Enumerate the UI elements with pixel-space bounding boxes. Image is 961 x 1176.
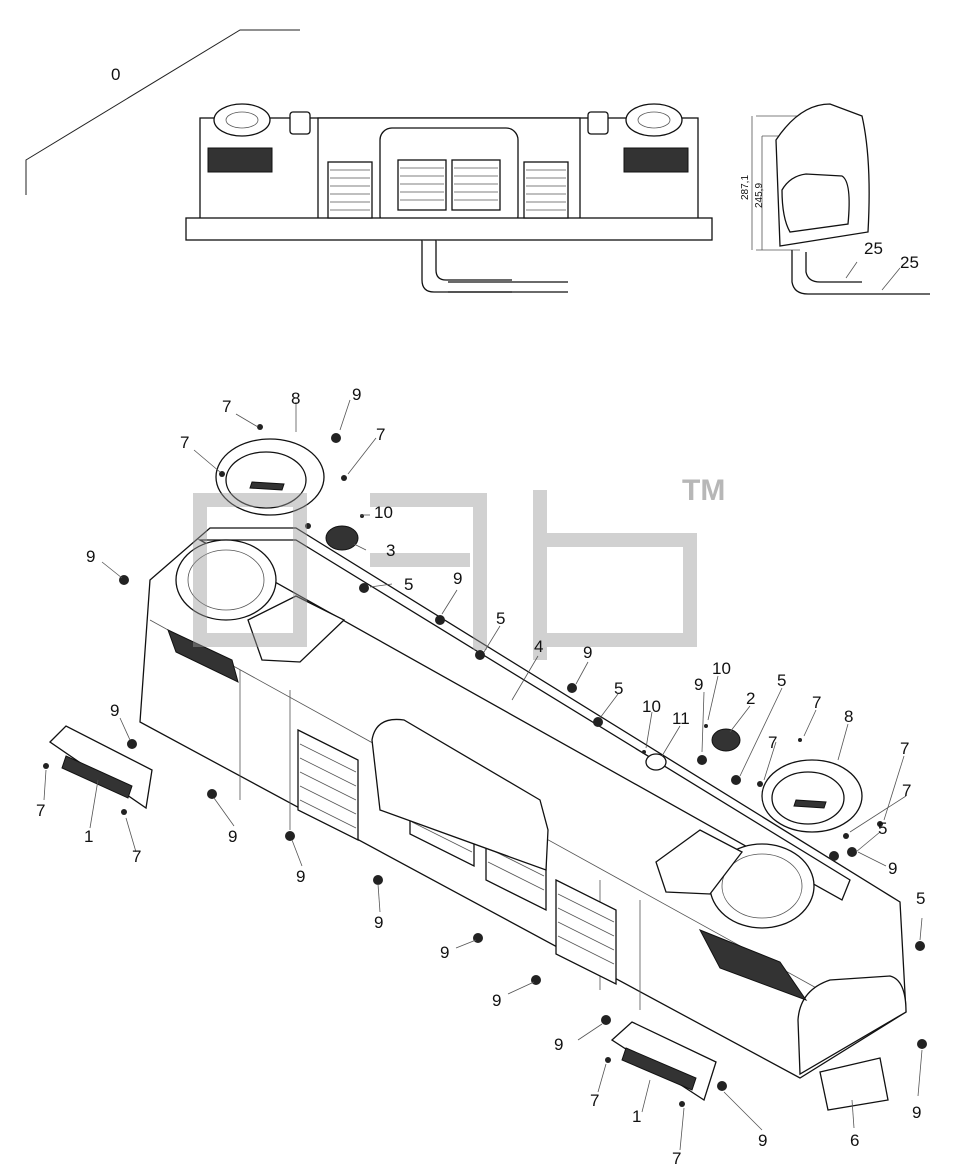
callout-7: 7 <box>36 801 45 820</box>
callout-9: 9 <box>888 859 897 878</box>
dimension-245: 245,9 <box>754 183 765 208</box>
front-louvers <box>327 159 569 219</box>
callout-5: 5 <box>404 575 413 594</box>
callout-3: 3 <box>386 541 395 560</box>
callout-labels: 0 25 25 7 8 9 7 7 10 3 9 5 9 5 4 9 5 10 … <box>36 65 925 1168</box>
callout-11: 11 <box>672 709 690 728</box>
callout-25: 25 <box>900 253 919 272</box>
callout-0: 0 <box>111 65 120 84</box>
callout-7: 7 <box>222 397 231 416</box>
callout-2: 2 <box>746 689 755 708</box>
callout-9: 9 <box>440 943 449 962</box>
callout-10: 10 <box>374 503 393 522</box>
callout-1: 1 <box>632 1107 641 1126</box>
callout-5: 5 <box>777 671 786 690</box>
front-grille-right <box>623 147 689 173</box>
callout-7: 7 <box>180 433 189 452</box>
bracket-6 <box>819 1057 889 1111</box>
center-hood <box>371 718 549 871</box>
vent-8-left <box>215 438 325 516</box>
callout-9: 9 <box>492 991 501 1010</box>
callout-5: 5 <box>916 889 925 908</box>
end-cap <box>797 975 907 1076</box>
callout-leaders <box>43 261 923 1151</box>
leader-line-0 <box>25 29 300 195</box>
callout-4: 4 <box>534 637 543 656</box>
callout-9: 9 <box>694 675 703 694</box>
callout-7: 7 <box>812 693 821 712</box>
callout-9: 9 <box>352 385 361 404</box>
dimension-287: 287,1 <box>740 175 751 200</box>
front-vent-left <box>213 103 271 137</box>
right-grille <box>698 929 808 1002</box>
callout-5: 5 <box>496 609 505 628</box>
front-grille-left <box>207 147 273 173</box>
callout-5: 5 <box>614 679 623 698</box>
side-tube <box>791 250 930 295</box>
callout-9: 9 <box>554 1035 563 1054</box>
vent-8-right <box>761 759 863 833</box>
callout-9: 9 <box>86 547 95 566</box>
callout-7: 7 <box>768 733 777 752</box>
callout-5: 5 <box>878 819 887 838</box>
top-panel <box>197 539 851 901</box>
callout-8: 8 <box>291 389 300 408</box>
callout-9: 9 <box>228 827 237 846</box>
watermark-logo: TM <box>193 474 725 660</box>
left-duct-opening <box>175 539 277 621</box>
callout-6: 6 <box>850 1131 859 1150</box>
callout-9: 9 <box>583 643 592 662</box>
callout-9: 9 <box>912 1103 921 1122</box>
callout-25: 25 <box>864 239 883 258</box>
callout-9: 9 <box>374 913 383 932</box>
callout-7: 7 <box>132 847 141 866</box>
fasteners <box>43 424 927 1107</box>
front-view-assembly <box>25 29 713 293</box>
callout-8: 8 <box>844 707 853 726</box>
callout-10: 10 <box>712 659 731 678</box>
callout-7: 7 <box>900 739 909 758</box>
callout-7: 7 <box>376 425 385 444</box>
exploded-assembly <box>139 527 907 1111</box>
handle-1-right <box>610 1021 717 1102</box>
callout-9: 9 <box>110 701 119 720</box>
callout-7: 7 <box>672 1149 681 1168</box>
front-tubes <box>421 240 568 293</box>
left-grille <box>167 629 239 683</box>
ring-11 <box>645 753 667 771</box>
callout-7: 7 <box>590 1091 599 1110</box>
callout-7: 7 <box>902 781 911 800</box>
callout-9: 9 <box>758 1131 767 1150</box>
callout-10: 10 <box>642 697 661 716</box>
dimension-lines <box>751 115 800 251</box>
watermark-tm: TM <box>682 474 725 507</box>
callout-1: 1 <box>84 827 93 846</box>
front-vent-right <box>625 103 683 137</box>
handle-1-left <box>48 725 153 810</box>
callout-9: 9 <box>296 867 305 886</box>
callout-9: 9 <box>453 569 462 588</box>
nozzle-3 <box>325 525 359 551</box>
nozzle-2 <box>711 728 741 752</box>
